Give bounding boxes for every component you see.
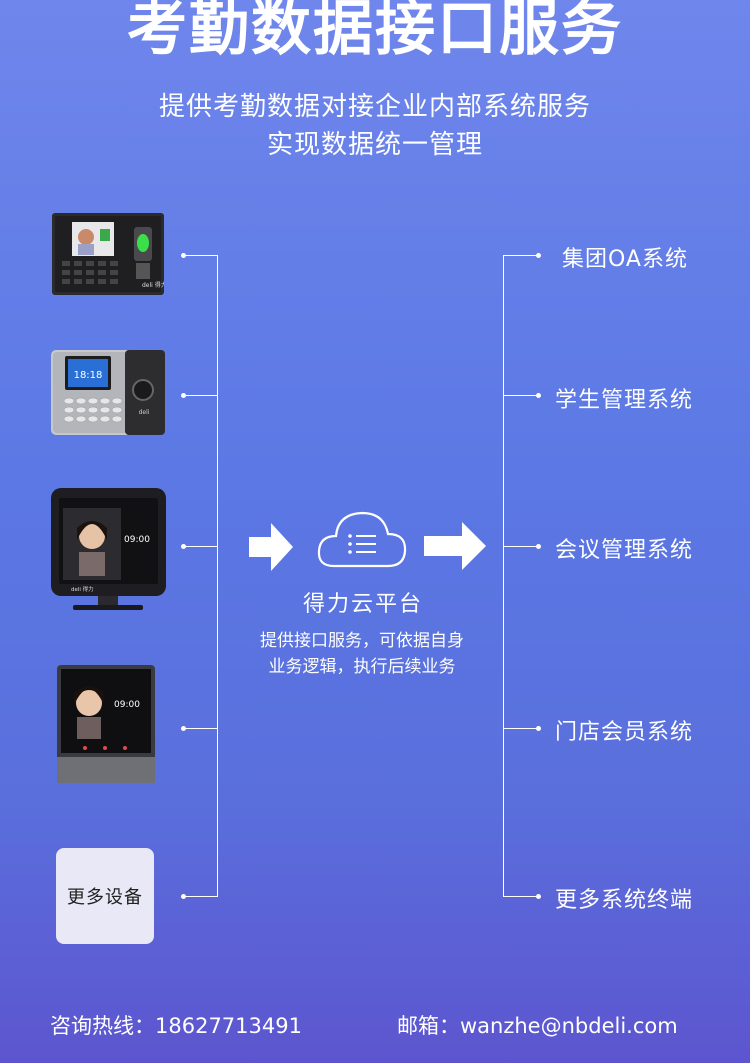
footer-hotline: 咨询热线：18627713491 [50,1014,302,1038]
device-fingerprint-terminal: deli 得力 [52,213,164,295]
connector-dot [181,393,186,398]
footer-email: 邮箱：wanzhe@nbdeli.com [397,1014,678,1038]
connector-dot [181,253,186,258]
subtitle-line-2: 实现数据统一管理 [266,130,483,160]
system-label-student: 学生管理系统 [555,388,694,413]
page-title: 考勤数据接口服务 [127,0,623,64]
connector-device-1 [183,255,218,256]
connector-system-2 [503,395,538,396]
device-face-panel: 09:00 [57,665,155,783]
connector-right-trunk [503,255,504,897]
arrow-right-icon [249,523,293,571]
connector-left-trunk [217,255,218,897]
platform-description: 提供接口服务，可依据自身 业务逻辑，执行后续业务 [222,628,502,680]
platform-name: 得力云平台 [302,592,423,617]
connector-dot [536,726,541,731]
more-devices-card: 更多设备 [56,848,154,944]
system-label-meeting: 会议管理系统 [555,538,694,563]
device-screen-time: 18:18 [74,370,103,381]
subtitle-line-1: 提供考勤数据对接企业内部系统服务 [158,92,591,122]
page-subtitle: 提供考勤数据对接企业内部系统服务 实现数据统一管理 [0,88,750,164]
connector-system-4 [503,728,538,729]
system-label-oa: 集团OA系统 [562,247,688,272]
arrow-right-icon [424,522,486,570]
device-screen-time: 09:00 [114,700,140,710]
connector-device-2 [183,395,218,396]
platform-desc-line-1: 提供接口服务，可依据自身 [260,631,464,651]
connector-system-1 [503,255,538,256]
connector-dot [181,726,186,731]
device-brand-label: deli 得力 [142,281,164,289]
connector-system-5 [503,896,538,897]
device-silver-terminal: 18:18 deli [51,350,165,435]
connector-device-5 [183,896,218,897]
connector-dot [536,894,541,899]
connector-dot [536,393,541,398]
device-brand-label: deli 得力 [71,585,94,593]
system-label-more-terminals: 更多系统终端 [555,888,694,913]
connector-dot [181,544,186,549]
more-devices-label: 更多设备 [67,887,143,908]
connector-dot [536,253,541,258]
connector-device-3 [183,546,218,547]
platform-desc-line-2: 业务逻辑，执行后续业务 [268,657,456,677]
cloud-icon [317,511,407,568]
connector-system-3 [503,546,538,547]
connector-dot [181,894,186,899]
connector-device-4 [183,728,218,729]
device-screen-time: 09:00 [124,535,150,545]
device-face-terminal-stand: 09:00 deli 得力 [51,488,166,610]
device-brand-label: deli [139,409,150,416]
system-label-store-member: 门店会员系统 [555,720,694,745]
connector-dot [536,544,541,549]
